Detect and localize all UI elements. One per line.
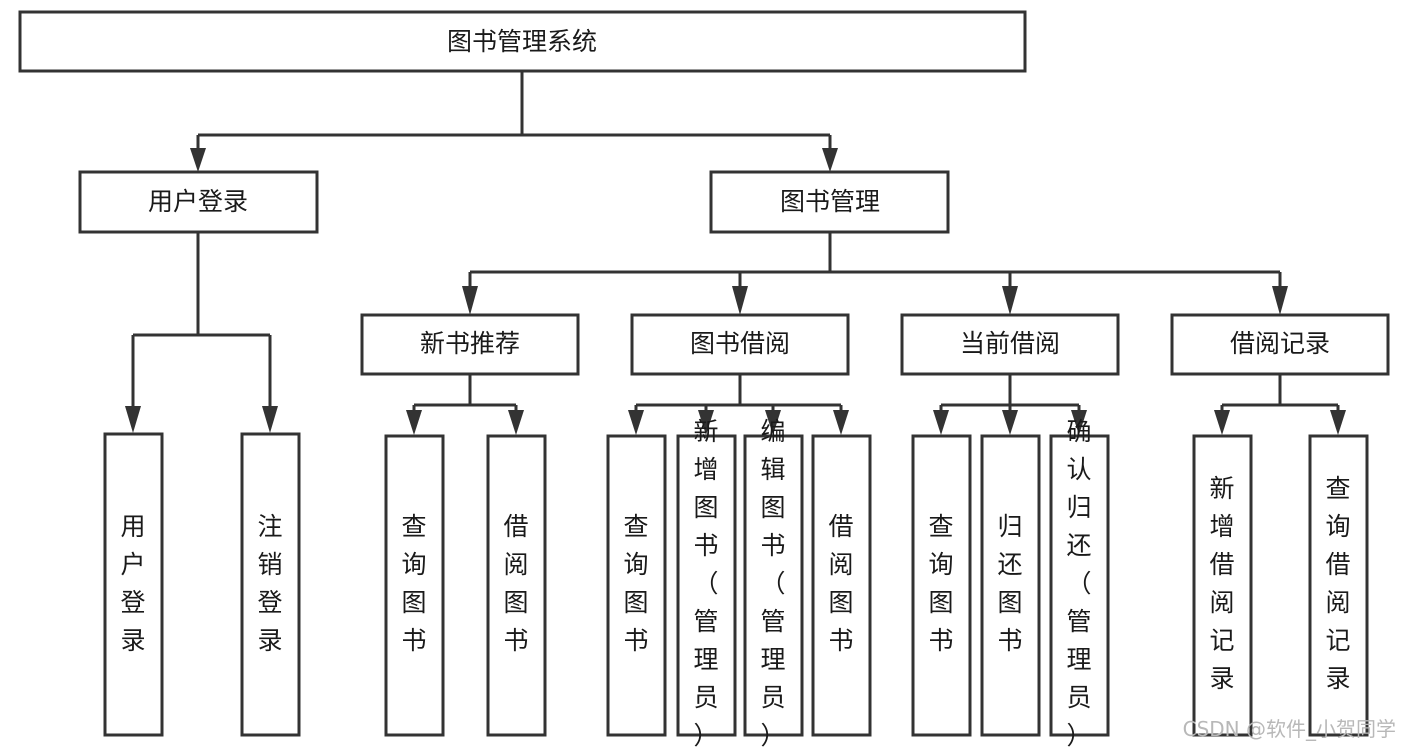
leaf-logout-box[interactable] xyxy=(240,432,301,737)
node-leaf-query-book-cb[interactable]: 查询图书 xyxy=(911,434,972,737)
arrowhead-leaf-user-login xyxy=(125,406,141,433)
node-leaf-query-borrow-record[interactable]: 查询借阅记录 xyxy=(1308,434,1369,737)
arrowhead-current-borrow-leaf-3 xyxy=(1071,410,1087,435)
arrowhead-new-book-leaf-1 xyxy=(406,410,422,435)
node-leaf-confirm-return[interactable]: 确认归还（管理员） xyxy=(1049,417,1110,747)
node-leaf-borrow-book-bb[interactable]: 借阅图书 xyxy=(811,434,872,737)
arrowhead-borrow-record-leaf-2 xyxy=(1330,410,1346,435)
arrowhead-new-book-leaf-2 xyxy=(508,410,524,435)
leaf-return-book-box[interactable] xyxy=(980,434,1041,737)
node-leaf-user-login[interactable]: 用户登录 xyxy=(103,432,164,737)
leaf-add-borrow-record-label: 新增借阅记录 xyxy=(1209,474,1234,693)
leaf-logout-label: 注销登录 xyxy=(257,512,282,655)
root-label: 图书管理系统 xyxy=(447,27,597,56)
leaf-edit-book-label: 编辑图书（管理员） xyxy=(760,417,785,747)
node-new-book-recommend[interactable]: 新书推荐 xyxy=(360,313,580,376)
book-borrow-box[interactable] xyxy=(630,313,850,376)
node-book-borrow[interactable]: 图书借阅 xyxy=(630,313,850,376)
node-user-login[interactable]: 用户登录 xyxy=(78,170,319,234)
book-management-box[interactable] xyxy=(709,170,950,234)
leaf-user-login-label: 用户登录 xyxy=(120,512,145,655)
leaf-borrow-book-bb-label: 借阅图书 xyxy=(828,512,853,655)
leaf-confirm-return-label: 确认归还（管理员） xyxy=(1066,417,1091,747)
arrowhead-book-borrow-leaf-3 xyxy=(765,410,781,435)
leaf-confirm-return-box[interactable] xyxy=(1049,434,1110,737)
node-leaf-edit-book[interactable]: 编辑图书（管理员） xyxy=(743,417,804,747)
borrow-record-label: 借阅记录 xyxy=(1230,329,1330,358)
leaf-add-book-box[interactable] xyxy=(676,434,737,737)
node-leaf-borrow-book-nb[interactable]: 借阅图书 xyxy=(486,434,547,737)
leaf-borrow-book-bb-box[interactable] xyxy=(811,434,872,737)
leaf-add-book-label: 新增图书（管理员） xyxy=(693,417,718,747)
leaf-query-book-bb-box[interactable] xyxy=(606,434,667,737)
leaf-borrow-book-nb-label: 借阅图书 xyxy=(503,512,528,655)
arrowhead-user-login xyxy=(190,148,206,172)
node-root-book-management-system[interactable]: 图书管理系统 xyxy=(18,10,1027,73)
arrowhead-borrow-record-leaf-1 xyxy=(1214,410,1230,435)
connector-layer xyxy=(125,71,1346,435)
arrowhead-book-borrow-leaf-1 xyxy=(628,410,644,435)
leaf-query-book-cb-box[interactable] xyxy=(911,434,972,737)
book-borrow-label: 图书借阅 xyxy=(690,329,790,358)
book-management-label: 图书管理 xyxy=(780,187,880,216)
arrowhead-book-borrow xyxy=(732,286,748,315)
node-book-management[interactable]: 图书管理 xyxy=(709,170,950,234)
node-leaf-add-book[interactable]: 新增图书（管理员） xyxy=(676,417,737,747)
leaf-edit-book-box[interactable] xyxy=(743,434,804,737)
borrow-record-box[interactable] xyxy=(1170,313,1390,376)
leaf-user-login-box[interactable] xyxy=(103,432,164,737)
leaf-query-book-nb-box[interactable] xyxy=(384,434,445,737)
current-borrow-box[interactable] xyxy=(900,313,1120,376)
arrowhead-current-borrow-leaf-2 xyxy=(1002,410,1018,435)
arrowhead-book-borrow-leaf-2 xyxy=(698,410,714,435)
leaf-add-borrow-record-box[interactable] xyxy=(1192,434,1253,737)
node-leaf-return-book[interactable]: 归还图书 xyxy=(980,434,1041,737)
arrowhead-borrow-record xyxy=(1272,286,1288,315)
leaf-query-borrow-record-label: 查询借阅记录 xyxy=(1325,474,1350,693)
node-borrow-record[interactable]: 借阅记录 xyxy=(1170,313,1390,376)
user-login-box[interactable] xyxy=(78,170,319,234)
new-book-recommend-box[interactable] xyxy=(360,313,580,376)
arrowhead-new-book xyxy=(462,286,478,315)
arrowhead-current-borrow-leaf-1 xyxy=(933,410,949,435)
leaf-return-book-label: 归还图书 xyxy=(997,512,1022,655)
node-leaf-logout[interactable]: 注销登录 xyxy=(240,432,301,737)
leaf-borrow-book-nb-box[interactable] xyxy=(486,434,547,737)
current-borrow-label: 当前借阅 xyxy=(960,329,1060,358)
node-leaf-add-borrow-record[interactable]: 新增借阅记录 xyxy=(1192,434,1253,737)
leaf-query-book-bb-label: 查询图书 xyxy=(623,512,648,655)
leaf-query-book-nb-label: 查询图书 xyxy=(401,512,426,655)
arrowhead-book-mgmt xyxy=(822,148,838,172)
arrowhead-leaf-logout xyxy=(262,406,278,433)
node-leaf-query-book-bb[interactable]: 查询图书 xyxy=(606,434,667,737)
arrowhead-current-borrow xyxy=(1002,286,1018,315)
leaf-query-borrow-record-box[interactable] xyxy=(1308,434,1369,737)
node-leaf-query-book-nb[interactable]: 查询图书 xyxy=(384,434,445,737)
root-box[interactable] xyxy=(18,10,1027,73)
leaf-query-book-cb-label: 查询图书 xyxy=(928,512,953,655)
user-login-label: 用户登录 xyxy=(148,187,248,216)
csdn-watermark: CSDN @软件_小贺同学 xyxy=(1183,717,1396,741)
arrowhead-book-borrow-leaf-4 xyxy=(833,410,849,435)
node-current-borrow[interactable]: 当前借阅 xyxy=(900,313,1120,376)
new-book-recommend-label: 新书推荐 xyxy=(420,329,520,358)
